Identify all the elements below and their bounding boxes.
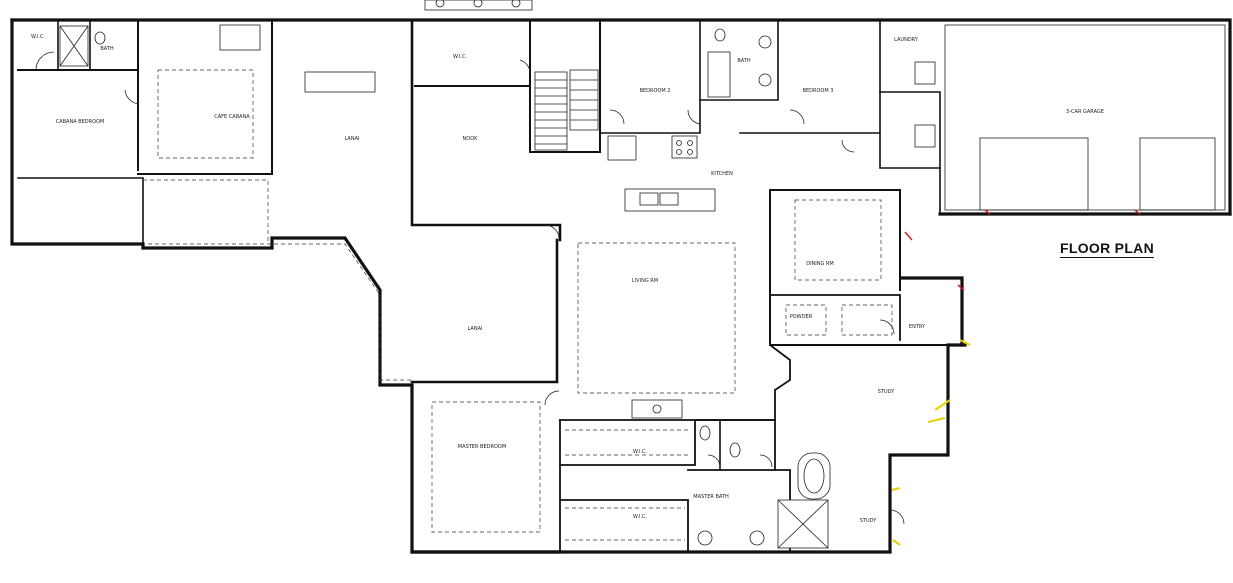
room-label-master-bath: MASTER BATH xyxy=(693,494,729,500)
room-label-wic-2: W.I.C. xyxy=(453,54,468,60)
room-label-entry: ENTRY xyxy=(909,324,926,330)
bathtub xyxy=(707,51,731,98)
soaking-tub xyxy=(797,452,831,500)
room-label-wic-3: W.I.C. xyxy=(633,449,648,455)
staircase xyxy=(534,69,599,151)
fixtures xyxy=(59,24,936,549)
room-label-lanai-bottom: LANAI xyxy=(468,326,483,332)
room-labels: CABANA BEDROOM BATH W.I.C. CAFE CABANA L… xyxy=(31,34,1104,524)
room-label-wic-4: W.I.C. xyxy=(633,514,648,520)
exterior-walls xyxy=(10,18,1232,554)
kitchen-island-upper xyxy=(304,71,376,93)
ceiling-lines xyxy=(143,24,1226,533)
room-label-cabana-great: CAFE CABANA xyxy=(214,114,250,120)
room-label-laundry: LAUNDRY xyxy=(894,37,919,43)
room-label-dining: DINING RM xyxy=(806,261,834,267)
kitchen-island xyxy=(624,188,716,212)
room-label-wic-1: W.I.C. xyxy=(31,34,46,40)
room-label-powder: POWDER xyxy=(790,314,813,320)
room-label-bedroom-3: BEDROOM 3 xyxy=(803,88,834,94)
door-swings xyxy=(35,51,905,525)
elevation-markers xyxy=(424,0,533,11)
floor-plan-title: FLOOR PLAN xyxy=(1060,240,1154,258)
room-label-study-2: STUDY xyxy=(860,518,877,524)
fireplace xyxy=(631,399,683,419)
room-label-study: STUDY xyxy=(878,389,895,395)
annotation-marks xyxy=(891,209,1141,546)
room-label-kitchen: KITCHEN xyxy=(711,171,733,177)
room-label-cabana-bedroom: CABANA BEDROOM xyxy=(56,119,105,125)
room-label-living: LIVING RM xyxy=(632,278,658,284)
room-label-nook: NOOK xyxy=(463,136,479,142)
room-label-garage: 3-CAR GARAGE xyxy=(1066,109,1104,115)
room-label-lanai-top: LANAI xyxy=(345,136,360,142)
room-label-master-bedroom: MASTER BEDROOM xyxy=(458,444,506,450)
room-label-cabana-bath: BATH xyxy=(100,46,114,52)
room-label-bedroom-2: BEDROOM 2 xyxy=(640,88,671,94)
room-label-bath-2: BATH xyxy=(737,58,751,64)
